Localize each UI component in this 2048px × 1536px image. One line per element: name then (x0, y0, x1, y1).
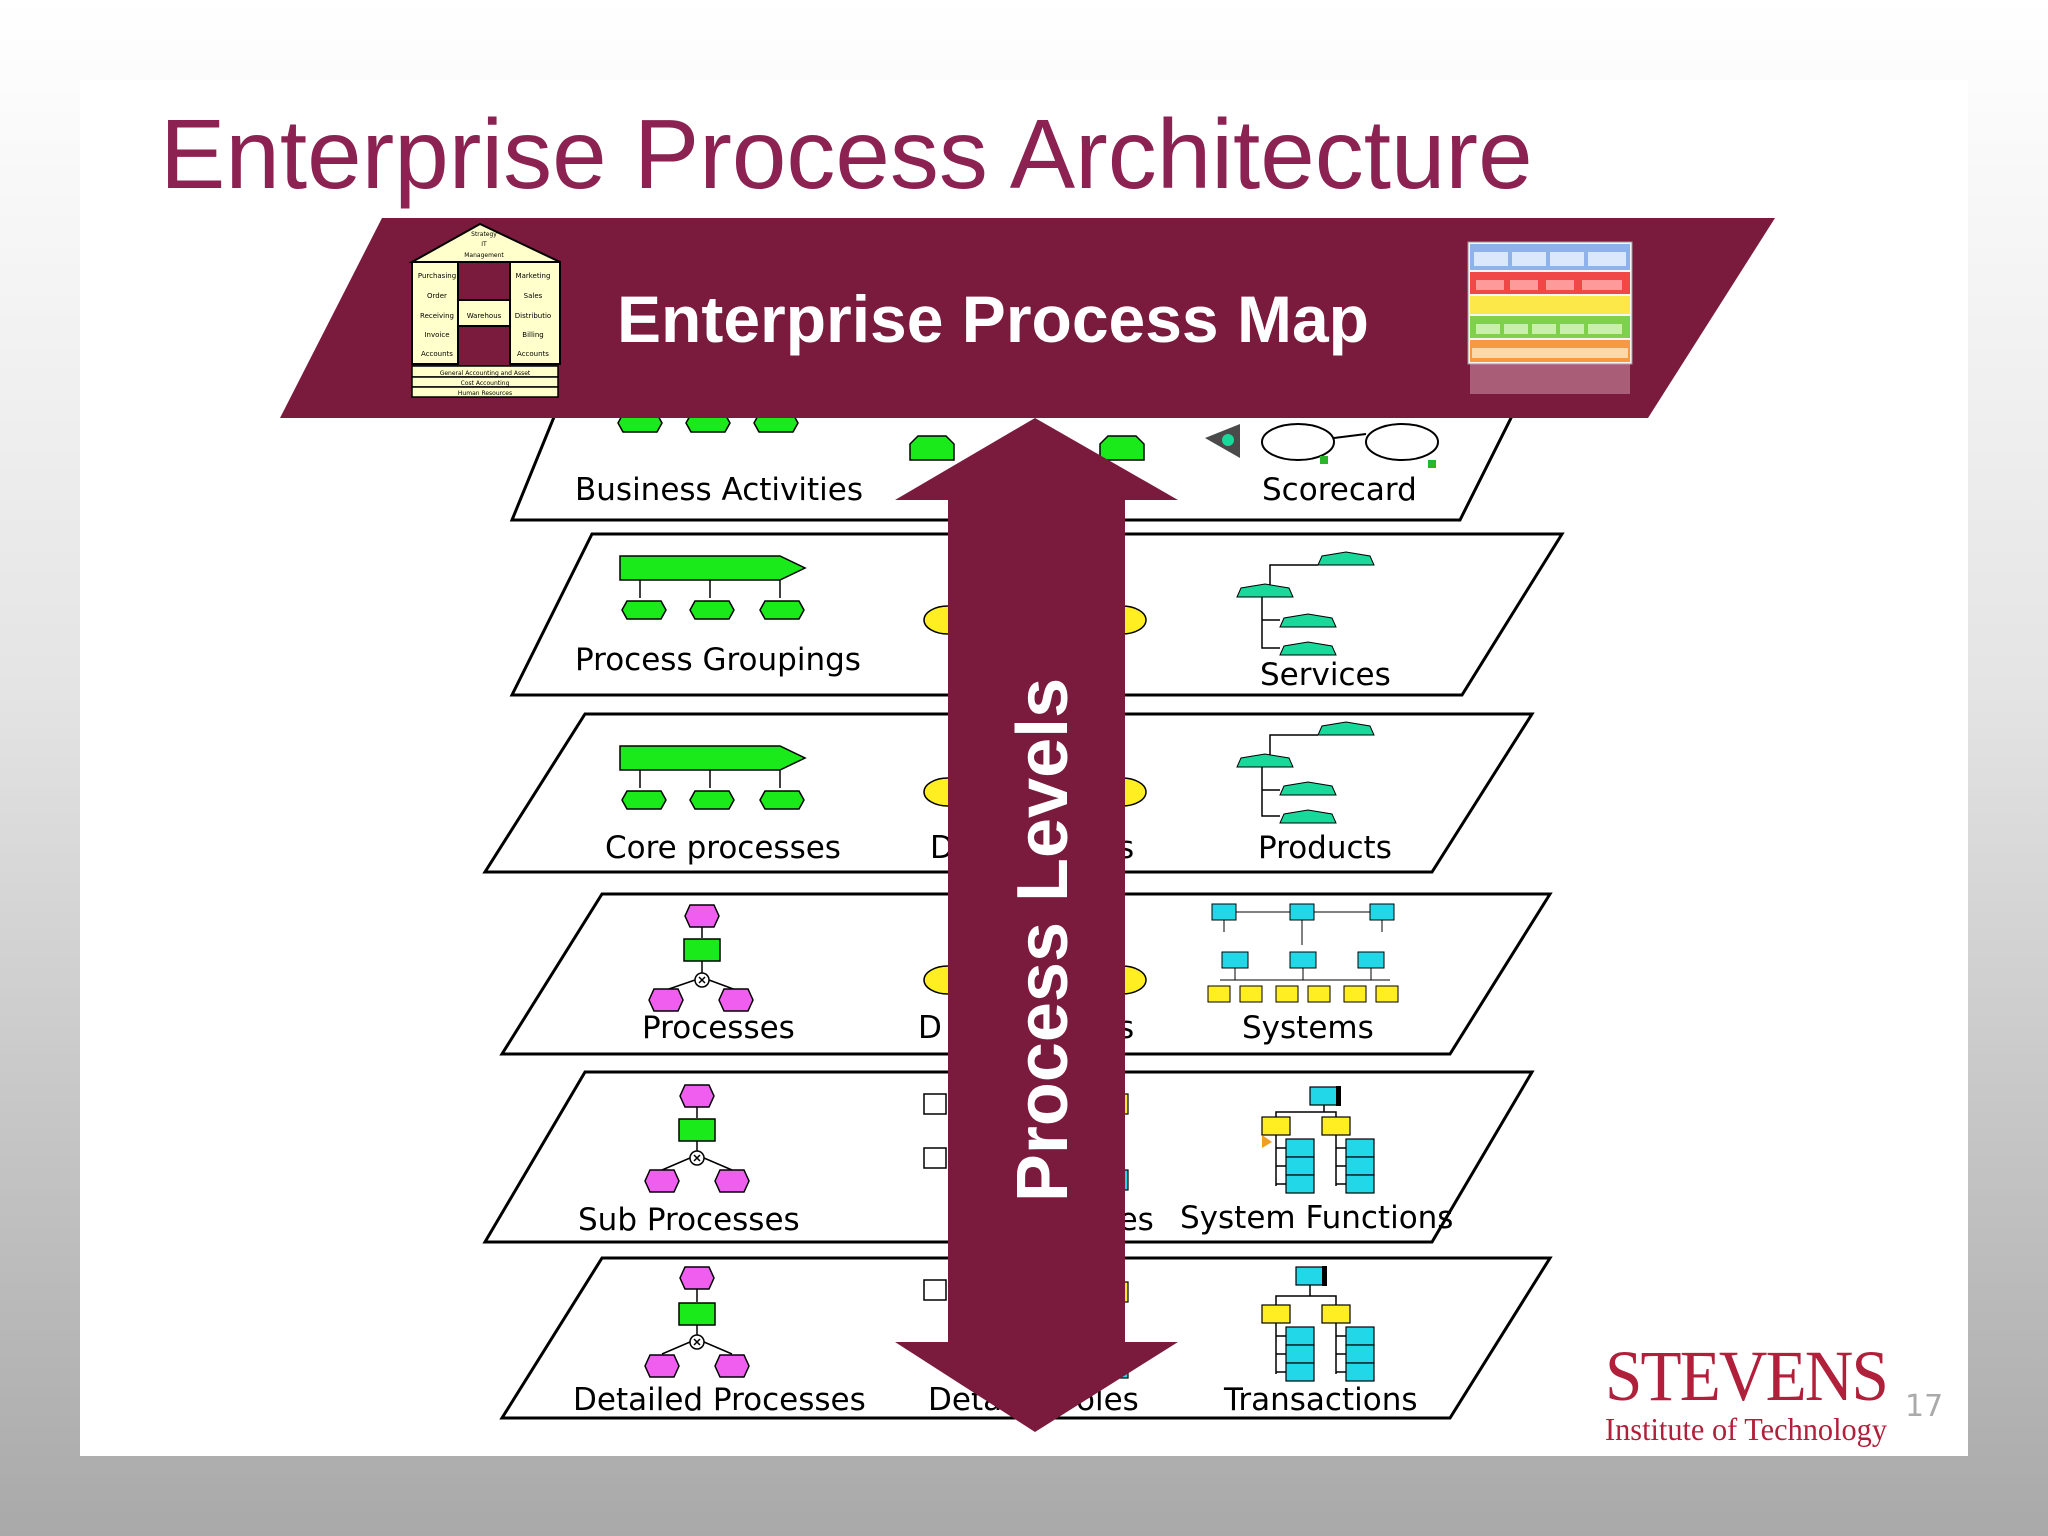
house-base-label: Cost Accounting (461, 380, 510, 387)
house-right-label: Distributio (515, 312, 551, 320)
house-right-label: Marketing (516, 272, 551, 280)
services-tree (1236, 551, 1375, 656)
process-grouping-icons (619, 555, 1147, 635)
page-number: 17 (1905, 1389, 1943, 1424)
level-middle-label: D (918, 1010, 942, 1046)
house-roof (408, 222, 561, 263)
level-right-label: Transactions (1223, 1382, 1418, 1418)
house-left-label: Order (427, 292, 447, 300)
house-left-label: Accounts (421, 350, 453, 358)
logo-name: STEVENS (1605, 1336, 1887, 1416)
level-left-label: Business Activities (575, 472, 863, 508)
level-right-label: Scorecard (1262, 472, 1417, 508)
products-tree (1236, 721, 1375, 824)
core-process-icons (619, 745, 1147, 810)
process-levels-label: Process Levels (1003, 678, 1083, 1202)
house-top-label: Management (464, 252, 504, 259)
level-right-label: Services (1260, 657, 1391, 693)
transactions-tree (1261, 1266, 1375, 1382)
level-left-label: Process Groupings (575, 642, 861, 678)
house-left-label: Receiving (420, 312, 454, 320)
house-left-label: Purchasing (418, 272, 456, 280)
level-left-label: Core processes (605, 830, 841, 866)
house-base-label: General Accounting and Asset (440, 370, 531, 377)
house-top-label: IT (481, 241, 487, 248)
process-map-thumbnail (1467, 241, 1633, 394)
slide-title: Enterprise Process Architecture (160, 99, 1533, 209)
process-levels-arrow: Process Levels (895, 418, 1178, 1432)
house-right-label: Billing (522, 331, 543, 339)
process-house-diagram: Strategy IT Management Purchasing Order … (408, 222, 561, 398)
green-activity-icons (617, 413, 1145, 461)
house-right-label: Accounts (517, 350, 549, 358)
stevens-logo: STEVENS Institute of Technology (1605, 1336, 1889, 1447)
level-left-label: Sub Processes (578, 1202, 800, 1238)
level-left-label: Detailed Processes (573, 1382, 866, 1418)
banner-shape (280, 218, 1775, 418)
house-base-label: Human Resources (458, 390, 512, 397)
level-left-label: Processes (642, 1010, 795, 1046)
logo-subtitle: Institute of Technology (1605, 1411, 1887, 1447)
house-left-label: Invoice (424, 331, 449, 339)
enterprise-process-map-banner: Enterprise Process Map Strategy IT Manag… (280, 218, 1775, 418)
system-functions-tree (1261, 1086, 1375, 1194)
banner-title: Enterprise Process Map (617, 282, 1369, 356)
level-middle-label: D (930, 830, 954, 866)
level-right-label: Systems (1242, 1010, 1374, 1046)
house-right-label: Sales (524, 292, 543, 300)
house-middle-label: Warehous (467, 312, 502, 320)
double-arrow-shape (895, 418, 1178, 1432)
scorecard-diagram (1205, 423, 1439, 468)
process-flow-icons (648, 904, 1147, 1012)
level-right-label: System Functions (1180, 1200, 1453, 1236)
level-right-label: Products (1258, 830, 1392, 866)
systems-diagram (1207, 903, 1399, 1003)
house-top-label: Strategy (471, 231, 497, 238)
